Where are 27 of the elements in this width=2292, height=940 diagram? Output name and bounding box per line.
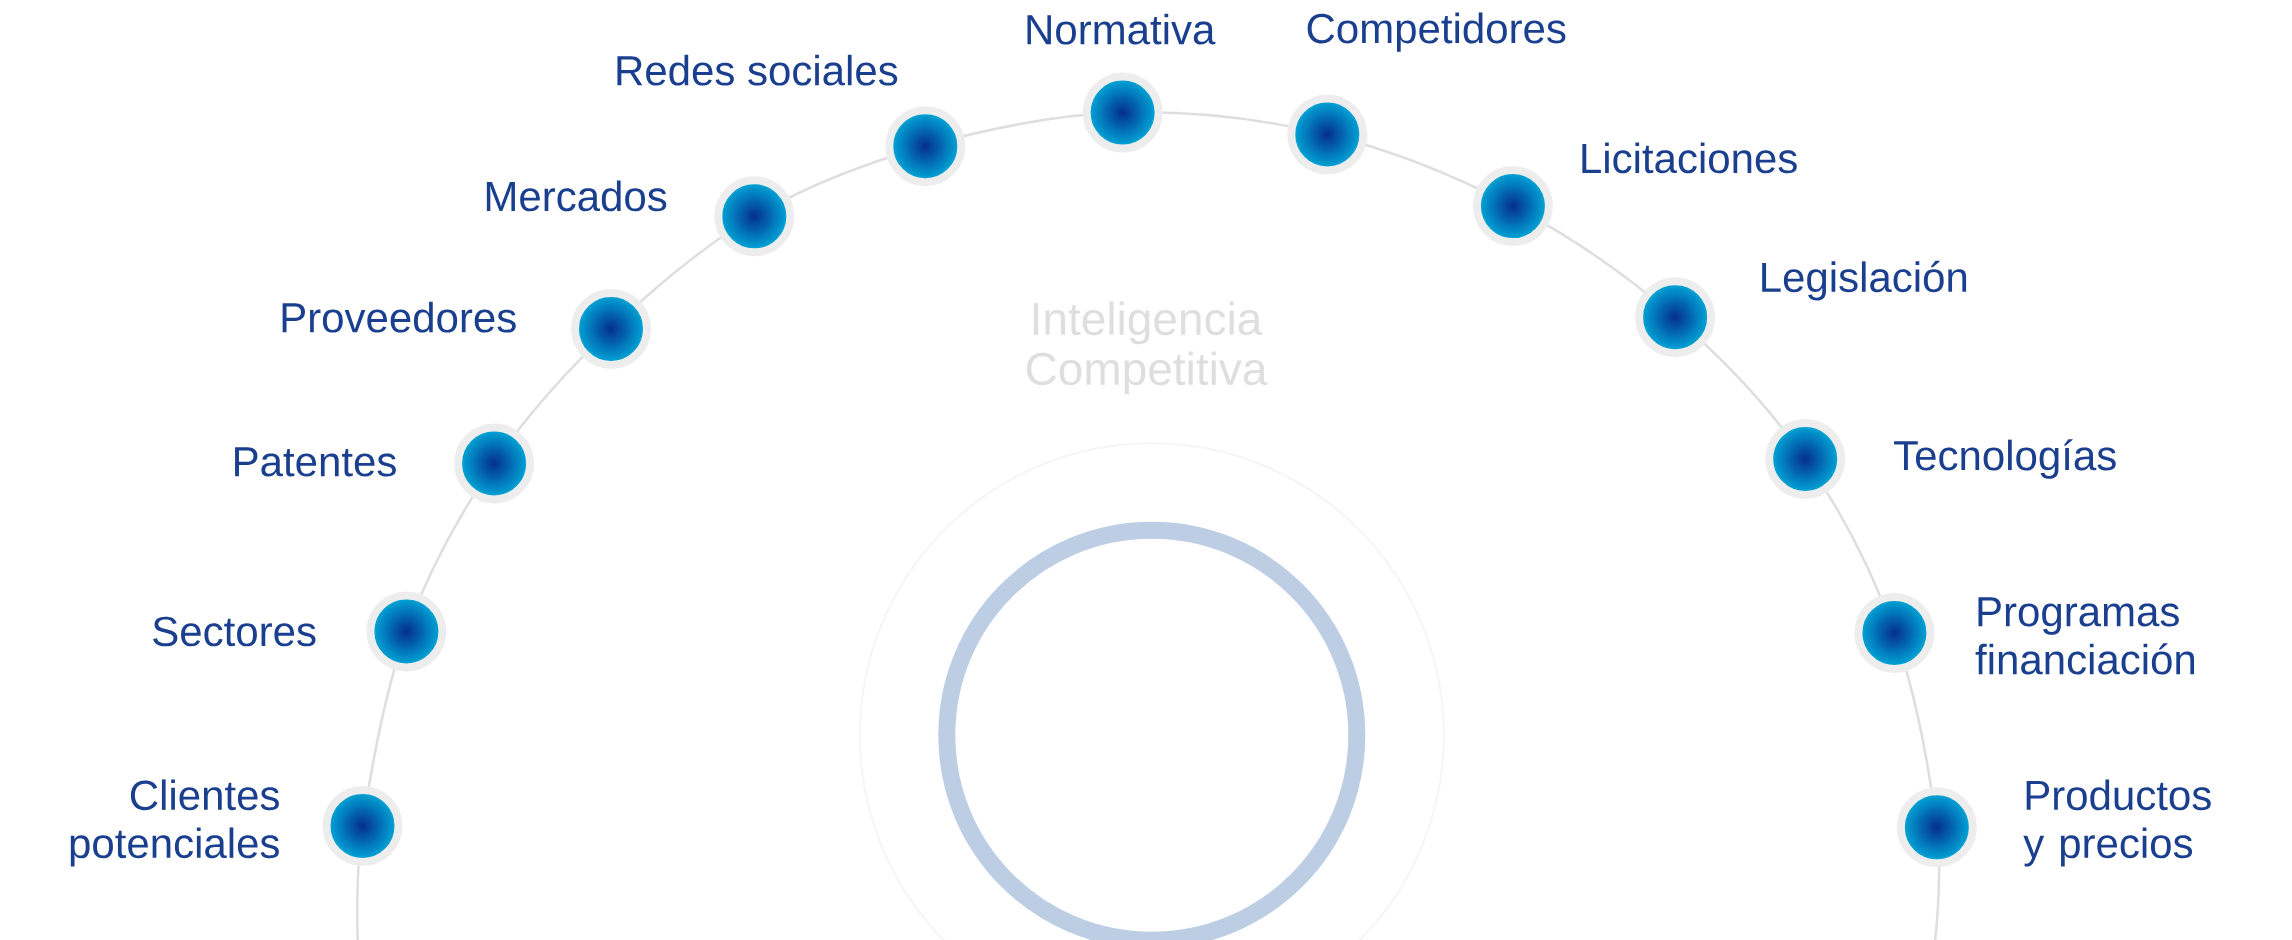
topic-label: Competidores bbox=[1307, 12, 1566, 52]
topic-label: Licitaciones bbox=[1582, 142, 1797, 174]
dot-marker bbox=[1896, 787, 1977, 868]
topic-label: Tecnologías bbox=[1894, 439, 2116, 479]
topic-label: Mercados bbox=[486, 180, 667, 212]
dot-marker bbox=[1854, 592, 1935, 673]
topic-label: Legislación bbox=[1762, 260, 1967, 301]
topic-label: Sectores bbox=[153, 616, 316, 647]
topic-label: Normativa bbox=[1027, 13, 1216, 45]
dot-marker bbox=[1765, 419, 1846, 499]
ring bbox=[938, 521, 1366, 940]
dot-marker bbox=[322, 785, 403, 866]
topic-label: Productos y precios bbox=[2023, 779, 2211, 867]
topic-label: Redes sociales bbox=[617, 54, 898, 86]
topic-label: Programas financiación bbox=[1975, 597, 2195, 675]
dot-marker bbox=[714, 176, 795, 257]
dot-marker bbox=[1635, 277, 1716, 358]
dot-marker bbox=[571, 288, 651, 369]
dot-marker bbox=[1472, 166, 1553, 247]
dot-marker bbox=[454, 423, 535, 504]
topic-label: Proveedores bbox=[282, 301, 516, 333]
dot-marker bbox=[366, 591, 447, 672]
dot-marker bbox=[885, 106, 966, 187]
topic-label: Patentes bbox=[235, 447, 396, 477]
dot-marker bbox=[1082, 72, 1163, 153]
topic-label: Clientes potenciales bbox=[70, 779, 279, 867]
dot-marker bbox=[1287, 94, 1368, 175]
